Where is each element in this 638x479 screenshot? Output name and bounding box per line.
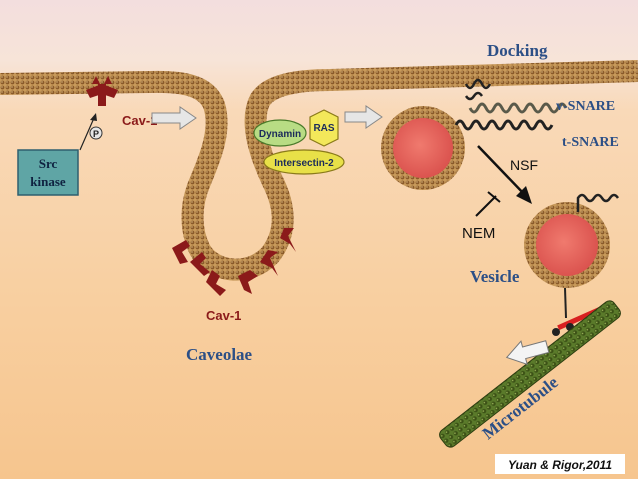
- cav1-label-top: Cav-1: [122, 113, 157, 128]
- citation-text: Yuan & Rigor,2011: [508, 458, 612, 472]
- nsf-label: NSF: [510, 157, 538, 173]
- ras-label: RAS: [313, 123, 334, 134]
- motor-stalk: [564, 287, 567, 319]
- intersectin-node: [263, 149, 345, 175]
- intersectin-label: Intersectin-2: [274, 158, 334, 169]
- v-snare-coil: [454, 119, 554, 131]
- t-snare-label: t-SNARE: [562, 135, 619, 150]
- citation-box: [495, 454, 625, 474]
- docking-vesicle-core: [393, 118, 453, 178]
- transport-arrow: [505, 340, 550, 366]
- nem-label: NEM: [462, 225, 495, 242]
- progression-arrow-2: [344, 105, 383, 129]
- vesicle-snare-coil: [576, 193, 620, 212]
- src-kinase-box: [17, 149, 79, 196]
- dynamin-node: [253, 119, 307, 147]
- vesicle-core: [536, 214, 598, 276]
- t-snare-coil: [468, 102, 568, 114]
- phosphate-label: P: [93, 129, 99, 139]
- plasma-membrane: [0, 60, 638, 281]
- nsf-arrow: [477, 145, 527, 197]
- caveolae-label: Caveolae: [186, 345, 253, 364]
- dynamin-label: Dynamin: [259, 129, 301, 140]
- cav1-caveolae-proteins: [172, 228, 296, 296]
- src-to-cav1-arrow: [79, 117, 95, 151]
- v-snare-label: v-SNARE: [556, 99, 615, 114]
- docking-label: Docking: [487, 41, 548, 60]
- progression-arrow-1: [151, 106, 197, 130]
- nem-inhibition: [475, 195, 497, 217]
- phosphate-icon: [89, 126, 103, 140]
- vesicle-label: Vesicle: [470, 267, 520, 286]
- src-kinase-label-2: kinase: [30, 174, 66, 189]
- src-kinase-label-1: Src: [39, 156, 58, 171]
- cav1-label-bottom: Cav-1: [206, 308, 241, 323]
- ras-node: [309, 109, 339, 147]
- cav1-membrane-protein: [86, 76, 118, 106]
- microtubule: [439, 300, 621, 448]
